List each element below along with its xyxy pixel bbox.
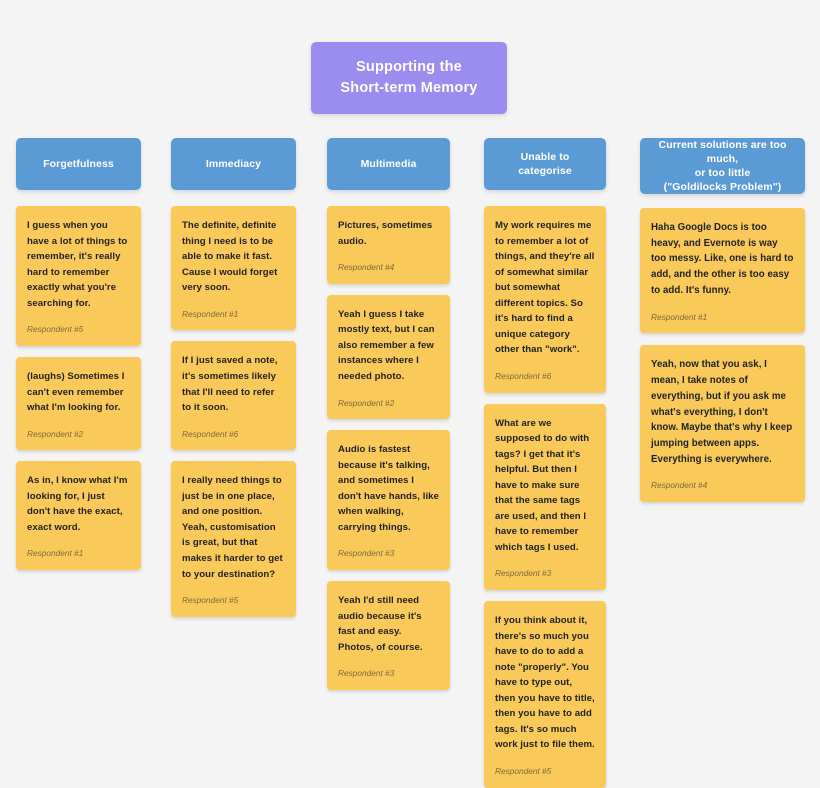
note-card[interactable]: As in, I know what I'm looking for, I ju… <box>16 461 141 571</box>
note-quote: Yeah I guess I take mostly text, but I c… <box>338 308 435 382</box>
diagram-title-text: Supporting the Short-term Memory <box>340 58 478 96</box>
note-quote: My work requires me to remember a lot of… <box>495 220 595 356</box>
note-quote: Yeah I'd still need audio because it's f… <box>338 595 423 653</box>
column-header-immediacy[interactable]: Immediacy <box>171 138 296 190</box>
note-respondent: Respondent #1 <box>182 308 239 319</box>
note-quote: I really need things to just be in one p… <box>182 475 283 580</box>
note-quote: Audio is fastest because it's talking, a… <box>338 444 439 533</box>
note-card[interactable]: Yeah I'd still need audio because it's f… <box>327 581 450 691</box>
note-card-list: My work requires me to remember a lot of… <box>484 206 606 788</box>
theme-column-unable-to-categorise: Unable to categorise My work requires me… <box>484 138 606 788</box>
note-respondent: Respondent #4 <box>651 480 708 491</box>
note-card[interactable]: What are we supposed to do with tags? I … <box>484 403 606 591</box>
theme-columns: Forgetfulness I guess when you have a lo… <box>16 138 805 788</box>
note-card[interactable]: Audio is fastest because it's talking, a… <box>327 430 450 571</box>
note-card-list: Pictures, sometimes audio. Respondent #4… <box>327 206 450 691</box>
theme-column-immediacy: Immediacy The definite, definite thing I… <box>171 138 296 617</box>
note-respondent: Respondent #5 <box>182 595 239 606</box>
column-header-label: Current solutions are too much, or too l… <box>658 138 787 194</box>
note-respondent: Respondent #2 <box>338 397 395 408</box>
note-card-list: I guess when you have a lot of things to… <box>16 206 141 571</box>
note-quote: As in, I know what I'm looking for, I ju… <box>27 475 128 533</box>
note-respondent: Respondent #3 <box>338 668 395 679</box>
note-card[interactable]: Yeah I guess I take mostly text, but I c… <box>327 294 450 420</box>
note-card[interactable]: I guess when you have a lot of things to… <box>16 206 141 346</box>
note-card[interactable]: (laughs) Sometimes I can't even remember… <box>16 356 141 451</box>
note-card[interactable]: Pictures, sometimes audio. Respondent #4 <box>327 206 450 284</box>
column-header-forgetfulness[interactable]: Forgetfulness <box>16 138 141 190</box>
note-card[interactable]: My work requires me to remember a lot of… <box>484 206 606 393</box>
note-quote: If I just saved a note, it's sometimes l… <box>182 355 278 414</box>
note-quote: If you think about it, there's so much y… <box>495 615 595 751</box>
column-header-label: Forgetfulness <box>43 157 114 170</box>
note-quote: Haha Google Docs is too heavy, and Evern… <box>651 222 794 296</box>
note-respondent: Respondent #3 <box>338 548 395 559</box>
note-card[interactable]: I really need things to just be in one p… <box>171 461 296 617</box>
note-quote: (laughs) Sometimes I can't even remember… <box>27 370 125 414</box>
diagram-title-card: Supporting the Short-term Memory <box>311 42 507 114</box>
note-respondent: Respondent #4 <box>338 262 395 273</box>
column-header-multimedia[interactable]: Multimedia <box>327 138 450 190</box>
note-respondent: Respondent #5 <box>495 765 552 776</box>
note-respondent: Respondent #5 <box>27 324 84 335</box>
note-respondent: Respondent #2 <box>27 428 84 439</box>
column-header-label: Unable to categorise <box>518 150 572 177</box>
note-respondent: Respondent #3 <box>495 568 552 579</box>
note-quote: The definite, definite thing I need is t… <box>182 220 278 294</box>
note-respondent: Respondent #1 <box>27 548 84 559</box>
note-quote: I guess when you have a lot of things to… <box>27 220 128 309</box>
note-respondent: Respondent #6 <box>495 370 552 381</box>
theme-column-multimedia: Multimedia Pictures, sometimes audio. Re… <box>327 138 450 691</box>
column-header-label: Immediacy <box>205 157 262 170</box>
note-card[interactable]: Yeah, now that you ask, I mean, I take n… <box>640 345 805 503</box>
theme-column-forgetfulness: Forgetfulness I guess when you have a lo… <box>16 138 141 571</box>
note-card[interactable]: Haha Google Docs is too heavy, and Evern… <box>640 208 805 334</box>
note-card[interactable]: If I just saved a note, it's sometimes l… <box>171 341 296 451</box>
column-header-goldilocks-problem[interactable]: Current solutions are too much, or too l… <box>640 138 805 194</box>
column-header-label: Multimedia <box>360 157 417 170</box>
note-card[interactable]: If you think about it, there's so much y… <box>484 601 606 788</box>
note-quote: Pictures, sometimes audio. <box>338 220 433 247</box>
column-header-unable-to-categorise[interactable]: Unable to categorise <box>484 138 606 190</box>
note-card-list: The definite, definite thing I need is t… <box>171 206 296 617</box>
note-quote: What are we supposed to do with tags? I … <box>495 417 590 553</box>
note-card[interactable]: The definite, definite thing I need is t… <box>171 206 296 331</box>
affinity-diagram-board: Supporting the Short-term Memory Forgetf… <box>16 42 805 788</box>
note-card-list: Haha Google Docs is too heavy, and Evern… <box>640 208 805 503</box>
theme-column-goldilocks-problem: Current solutions are too much, or too l… <box>640 138 805 503</box>
note-quote: Yeah, now that you ask, I mean, I take n… <box>651 359 793 465</box>
note-respondent: Respondent #6 <box>182 428 239 439</box>
note-respondent: Respondent #1 <box>651 311 708 322</box>
